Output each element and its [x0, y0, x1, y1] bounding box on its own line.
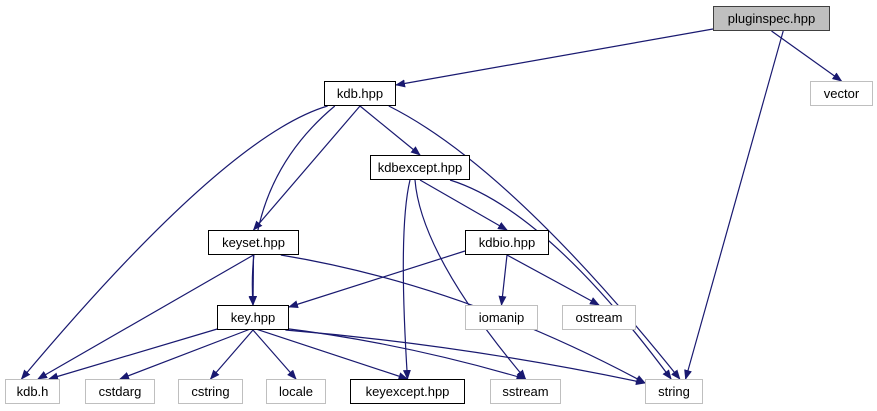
- edge-key-to-sstream: [281, 327, 527, 381]
- node-locale: locale: [266, 379, 326, 404]
- edge-key-to-cstring: [209, 329, 254, 380]
- node-ostream: ostream: [562, 305, 636, 330]
- node-kdb-h: kdb.h: [5, 379, 60, 404]
- edge-kdbio-to-ostream: [506, 254, 600, 306]
- edge-kdbexcept-to-kdbio: [419, 179, 508, 231]
- node-cstring: cstring: [178, 379, 243, 404]
- edge-key-to-locale: [252, 329, 297, 380]
- edge-pluginspec-to-kdbhpp: [395, 28, 714, 88]
- edge-keyset-to-key: [249, 254, 258, 306]
- node-string: string: [645, 379, 703, 404]
- node-kdbio-hpp[interactable]: kdbio.hpp: [465, 230, 549, 255]
- node-cstdarg: cstdarg: [85, 379, 155, 404]
- node-vector: vector: [810, 81, 873, 106]
- edge-kdbhpp-to-keyset: [252, 105, 361, 231]
- edge-pluginspec-to-string: [684, 30, 784, 380]
- edge-kdbhpp-to-key: [248, 105, 336, 306]
- edge-kdbexcept-to-keyexcept: [402, 179, 411, 380]
- edge-kdbio-to-iomanip: [498, 254, 508, 306]
- edge-key-to-kdbh: [48, 327, 221, 381]
- node-kdb-hpp[interactable]: kdb.hpp: [324, 81, 396, 106]
- edge-keyset-to-string: [280, 254, 646, 384]
- node-pluginspec-hpp: pluginspec.hpp: [713, 6, 830, 31]
- node-keyexcept-hpp[interactable]: keyexcept.hpp: [350, 379, 465, 404]
- node-keyset-hpp[interactable]: keyset.hpp: [208, 230, 299, 255]
- edge-kdbio-to-key: [288, 250, 466, 309]
- edge-keyset-to-kdbh: [37, 254, 254, 380]
- edge-kdbexcept-to-string: [449, 179, 672, 380]
- node-iomanip: iomanip: [465, 305, 538, 330]
- edge-kdbhpp-to-kdbexcept: [359, 105, 421, 156]
- edge-key-to-string: [285, 329, 646, 386]
- node-kdbexcept-hpp[interactable]: kdbexcept.hpp: [370, 155, 470, 180]
- edge-key-to-keyexcept: [252, 327, 409, 380]
- edge-key-to-cstdarg: [119, 327, 254, 380]
- node-sstream: sstream: [490, 379, 561, 404]
- node-key-hpp[interactable]: key.hpp: [217, 305, 289, 330]
- edge-kdbexcept-to-sstream: [414, 179, 527, 380]
- edge-pluginspec-to-vector: [771, 30, 843, 82]
- edge-kdbhpp-to-kdbh: [20, 105, 328, 380]
